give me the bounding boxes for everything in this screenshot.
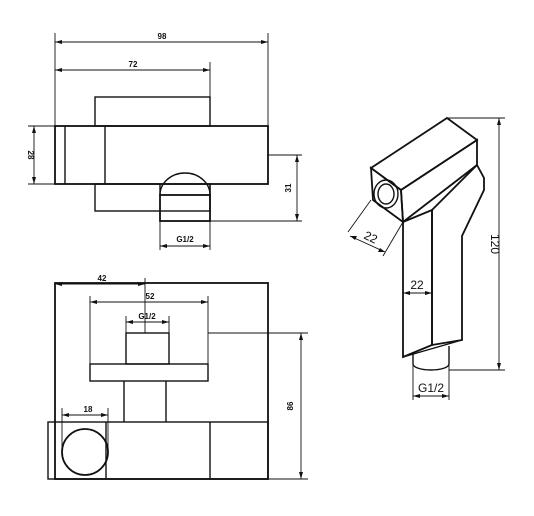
iso-thread	[412, 346, 450, 371]
dim-label-72: 72	[129, 60, 138, 69]
dim-label-22-head: 22	[362, 228, 380, 246]
dim-g12-front: G1/2	[159, 221, 211, 250]
dim-g12-iso: G1/2	[412, 364, 450, 400]
front-dome	[159, 172, 211, 196]
dim-label-98: 98	[158, 32, 167, 41]
front-top-block	[94, 96, 211, 127]
dim-label-22-neck: 22	[410, 278, 424, 292]
dim-22-head: 22	[347, 199, 404, 257]
dim-52: 52	[89, 292, 209, 364]
dim-label-31: 31	[284, 183, 293, 192]
dim-72: 72	[55, 60, 211, 97]
top-socket	[125, 332, 170, 365]
dim-42: 42	[55, 274, 146, 333]
dim-28: 28	[26, 125, 55, 185]
dim-86: 86	[208, 332, 308, 480]
dim-label-28: 28	[26, 151, 35, 160]
dim-g12-top: G1/2	[125, 312, 170, 333]
dim-31: 31	[210, 154, 302, 222]
front-nut	[159, 194, 211, 222]
front-body	[54, 125, 269, 185]
top-lower-body	[47, 421, 269, 480]
dim-18: 18	[61, 405, 109, 450]
iso-handle-side	[431, 163, 485, 347]
dim-label-42: 42	[98, 274, 107, 283]
dim-120: 120	[447, 117, 505, 371]
top-flange	[89, 363, 209, 382]
dim-98: 98	[54, 32, 269, 126]
iso-head-side	[400, 138, 478, 224]
front-view: 98 72 28 31	[26, 32, 302, 250]
dim-label-52: 52	[146, 292, 155, 301]
dim-label-120: 120	[488, 234, 502, 254]
top-bore	[61, 428, 109, 476]
dim-label-18: 18	[84, 405, 93, 414]
front-bottom-block	[94, 183, 211, 212]
top-view: 42 52 G1/2 18	[47, 274, 308, 480]
dim-label-g12-iso: G1/2	[418, 381, 444, 395]
iso-view: 22 22 120 G1/2	[347, 116, 505, 400]
dim-label-g12-top: G1/2	[138, 312, 156, 321]
dim-label-g12-front: G1/2	[176, 235, 194, 244]
dim-22-neck: 22	[402, 222, 433, 300]
dim-label-86: 86	[286, 401, 295, 410]
iso-nozzle	[373, 179, 399, 209]
